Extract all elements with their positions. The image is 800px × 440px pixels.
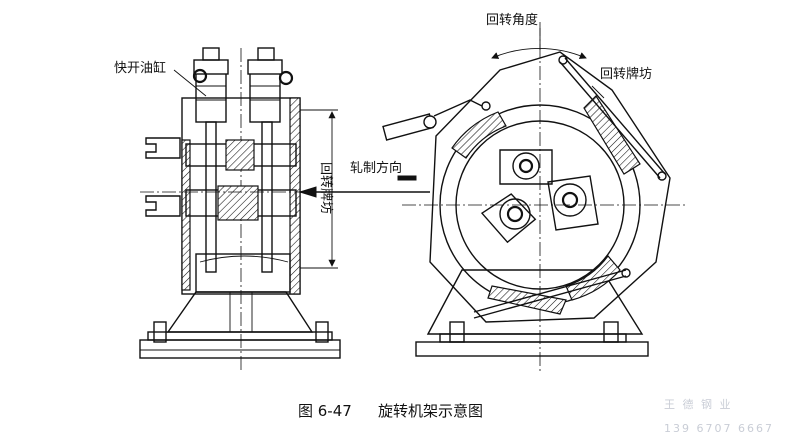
watermark-name: 王 德 钢 业	[664, 397, 733, 411]
label-rotation-angle: 回转角度	[486, 12, 538, 28]
watermark-phone: 139 6707 6667	[664, 422, 774, 435]
figure-title: 旋转机架示意图	[378, 402, 483, 420]
label-left-housing: 回转牌坊	[318, 162, 334, 214]
side-view	[139, 47, 341, 372]
roll-assembly	[480, 149, 599, 244]
label-rolling-direction: 轧制方向	[350, 160, 402, 176]
end-view	[298, 22, 686, 372]
figure-number: 图 6-47	[298, 402, 352, 420]
label-right-housing: 回转牌坊	[600, 66, 652, 82]
label-quick-cylinder: 快开油缸	[114, 60, 166, 76]
